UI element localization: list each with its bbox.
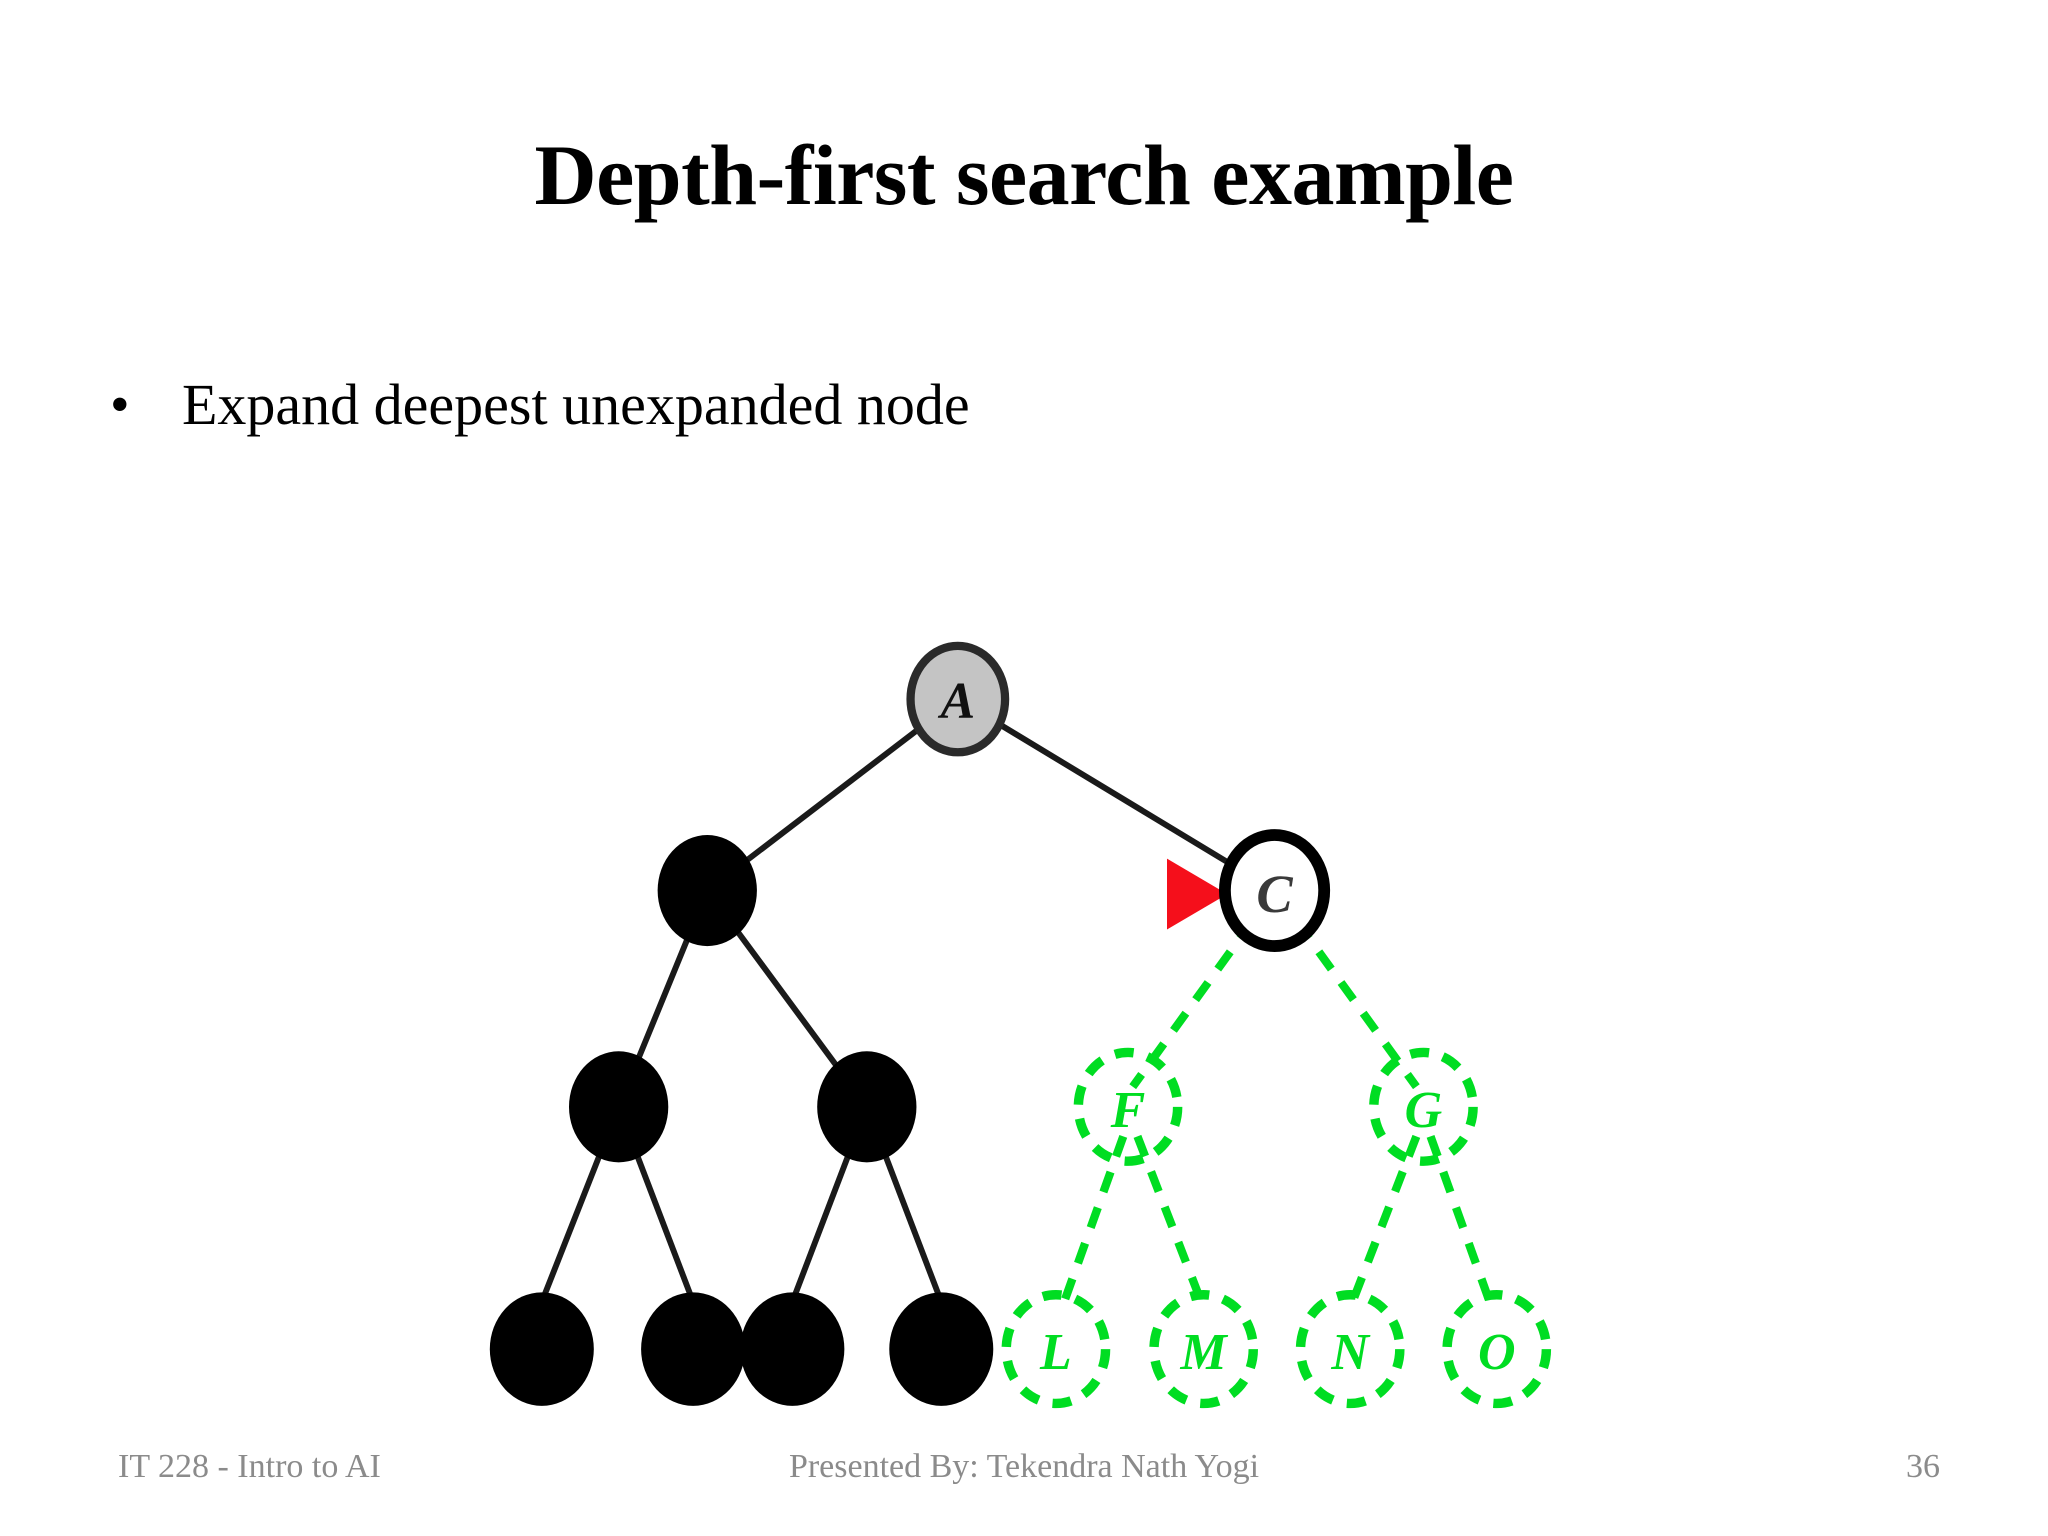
node-e-circle (817, 1051, 917, 1163)
bullet-marker-icon: • (110, 374, 130, 436)
red-triangle-icon (1167, 858, 1228, 930)
footer-course-label: IT 228 - Intro to AI (118, 1448, 381, 1485)
footer-presenter-label: Presented By: Tekendra Nath Yogi (788, 1448, 1260, 1485)
tree-node-e[interactable] (817, 1051, 917, 1163)
slide-title: Depth-first search example (534, 127, 1514, 223)
node-b-circle (657, 835, 757, 947)
node-l-label: L (1039, 1324, 1072, 1381)
node-o-label: O (1478, 1324, 1516, 1381)
node-h-circle (489, 1292, 594, 1406)
tree-node-j[interactable] (740, 1292, 845, 1406)
tree-node-o[interactable]: O (1442, 1290, 1552, 1409)
tree-node-l[interactable]: L (1001, 1290, 1111, 1409)
tree-node-k[interactable] (889, 1292, 994, 1406)
node-f-circle (1073, 1047, 1183, 1166)
node-j-circle (740, 1292, 845, 1406)
search-tree-diagram: A (400, 640, 1700, 1420)
tree-node-d[interactable] (569, 1051, 669, 1163)
node-m-label: M (1180, 1324, 1229, 1381)
node-g-circle (1369, 1047, 1478, 1166)
node-d-circle (569, 1051, 669, 1163)
tree-node-h[interactable] (489, 1292, 594, 1406)
node-c-circle (1219, 829, 1331, 952)
edge-g-n (1348, 1134, 1421, 1304)
edge-f-m (1133, 1134, 1206, 1304)
node-o-circle (1442, 1290, 1552, 1409)
bullet-list: • Expand deepest unexpanded node (110, 370, 1810, 440)
tree-node-f[interactable]: F (1073, 1047, 1183, 1166)
tree-node-m[interactable]: M (1149, 1290, 1258, 1409)
node-l-circle (1001, 1290, 1111, 1409)
tree-node-a[interactable]: A (906, 641, 1010, 757)
node-f-label: F (1110, 1082, 1146, 1139)
node-a-label: A (937, 673, 975, 730)
tree-node-c[interactable]: C (1219, 829, 1331, 952)
edge-a-c (956, 696, 1277, 894)
node-i-circle (641, 1292, 746, 1406)
list-item: • Expand deepest unexpanded node (110, 370, 1810, 440)
node-g-label: G (1405, 1082, 1443, 1139)
node-n-label: N (1330, 1324, 1371, 1381)
node-a-circle (906, 641, 1010, 757)
tree-node-g[interactable]: G (1369, 1047, 1478, 1166)
tree-node-n[interactable]: N (1295, 1290, 1405, 1409)
current-node-pointer-icon (1167, 858, 1228, 930)
bullet-item-label: Expand deepest unexpanded node (182, 372, 970, 437)
edge-f-l (1060, 1134, 1128, 1304)
node-n-circle (1295, 1290, 1405, 1409)
node-c-label: C (1256, 864, 1293, 924)
footer-page-number: 36 (1906, 1448, 1940, 1485)
tree-node-b[interactable] (657, 835, 757, 947)
slide-footer: IT 228 - Intro to AI Presented By: Teken… (0, 1448, 2048, 1508)
tree-node-i[interactable] (641, 1292, 746, 1406)
edge-g-o (1426, 1134, 1494, 1304)
search-tree-svg: A (489, 641, 1552, 1409)
node-m-circle (1149, 1290, 1258, 1409)
node-k-circle (889, 1292, 994, 1406)
